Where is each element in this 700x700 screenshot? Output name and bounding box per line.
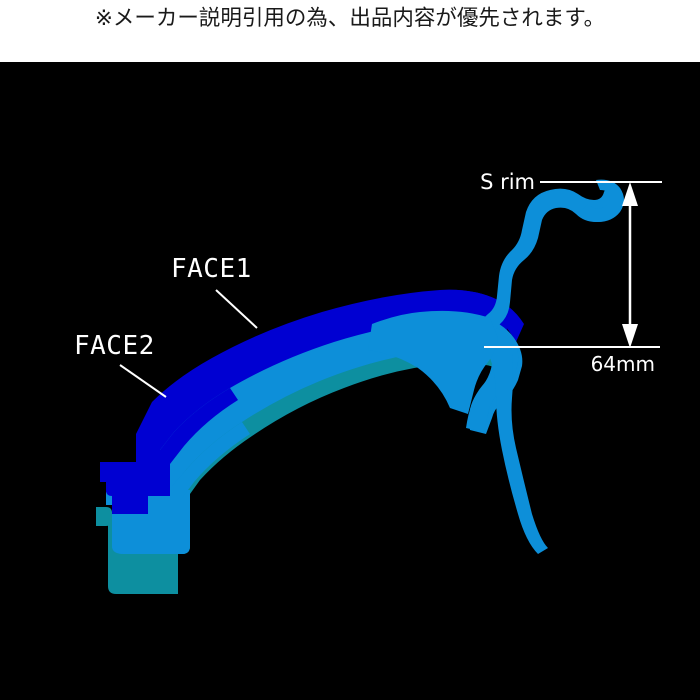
face2-leader-line: [119, 364, 167, 398]
base-teal-body: [112, 349, 494, 554]
wheel-cross-section-svg: FACE1 FACE2 S rim 64mm: [0, 62, 700, 700]
face2-label: FACE2: [74, 331, 155, 361]
rim-web: [368, 310, 498, 414]
face2-hub-upper: [112, 422, 250, 554]
dimension-label: 64mm: [591, 352, 655, 376]
face1-leader-line: [215, 289, 258, 329]
s-rim-label: S rim: [480, 170, 535, 194]
rim-junction-body: [466, 323, 519, 432]
dimension-arrow-head-down: [622, 324, 638, 348]
notice-bar: ※メーカー説明引用の為、出品内容が優先されます。: [0, 0, 700, 62]
face1-hub-mass: [106, 462, 150, 496]
wheel-diagram-panel: FACE1 FACE2 S rim 64mm: [0, 62, 700, 700]
face1-label: FACE1: [171, 254, 252, 284]
rim-spoke: [490, 354, 548, 554]
rim-hook: [578, 179, 624, 222]
dimension-arrow-head-up: [622, 182, 638, 206]
notice-text: ※メーカー説明引用の為、出品内容が優先されます。: [94, 6, 606, 31]
face1-layer: [136, 289, 508, 466]
